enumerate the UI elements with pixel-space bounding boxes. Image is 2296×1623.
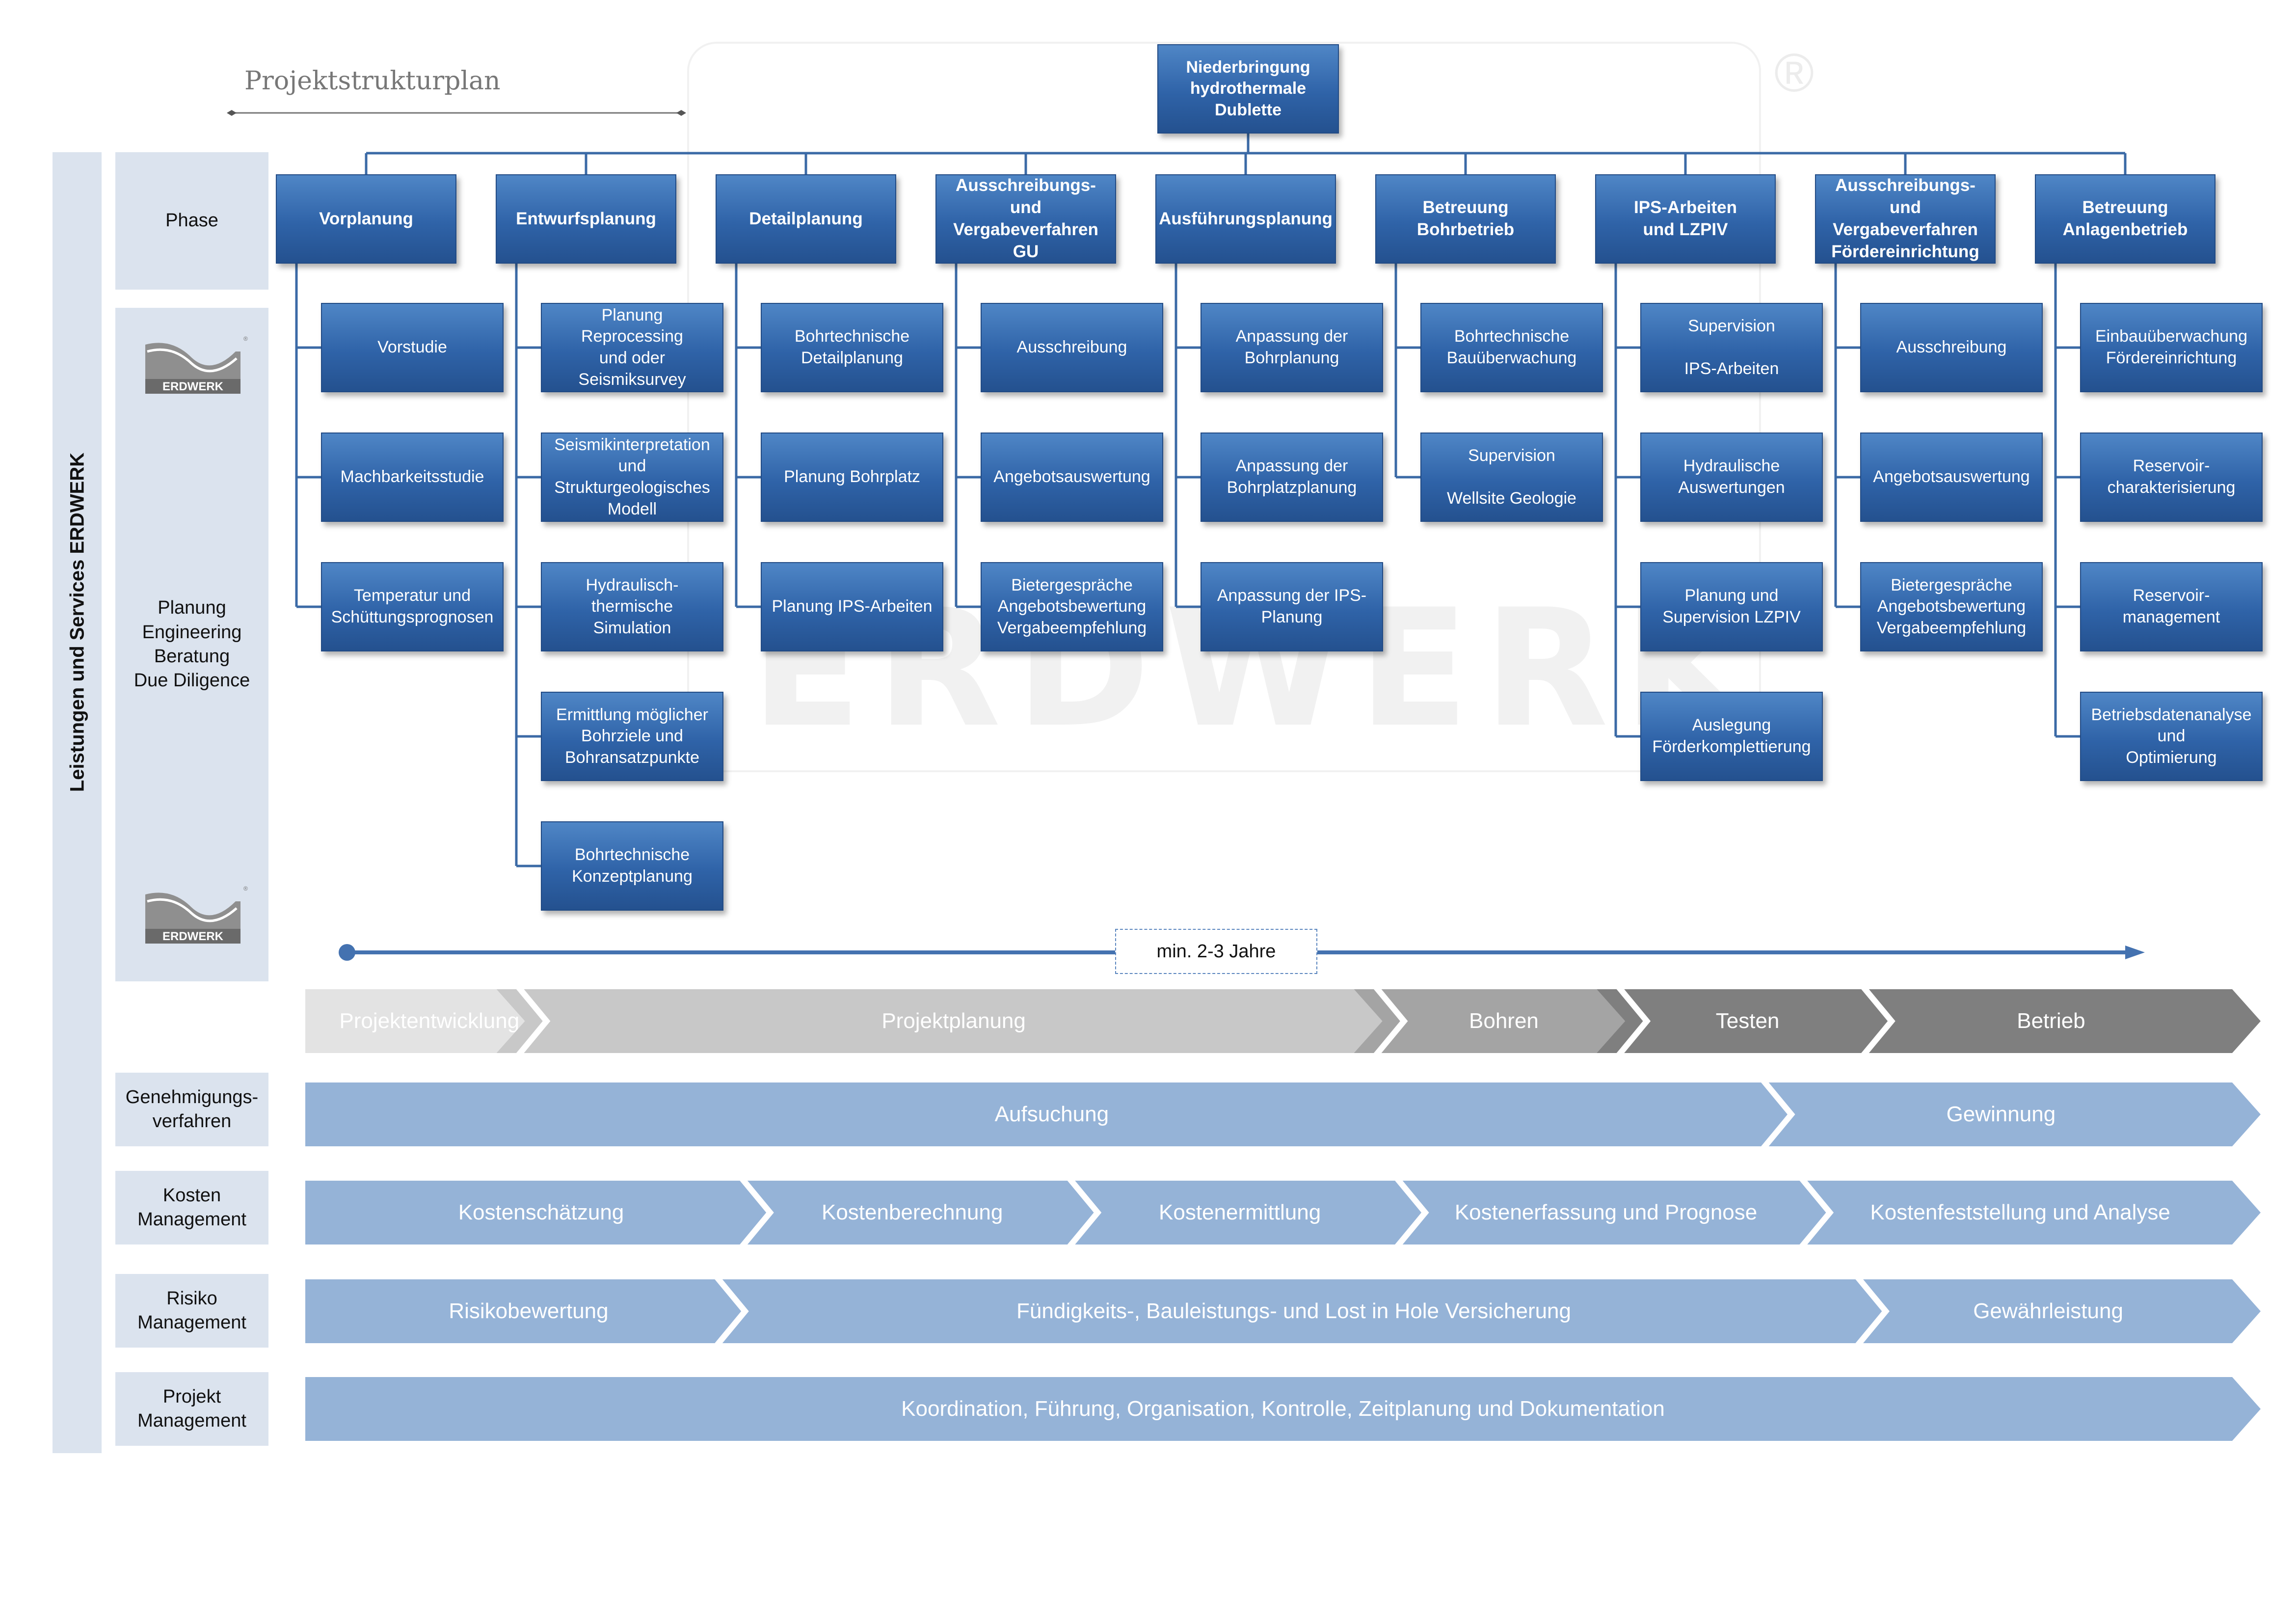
kosten-label: Kostenberechnung xyxy=(821,1200,1003,1224)
chevron-separators xyxy=(714,1277,1890,1346)
phase-box: Ausschreibungs- und Vergabeverfahren För… xyxy=(1815,174,1996,264)
risiko-segment: Fündigkeits-, Bauleistungs- und Lost in … xyxy=(694,1279,1893,1343)
phase-box: Ausführungsplanung xyxy=(1155,174,1336,264)
timeline-label: min. 2-3 Jahre xyxy=(1115,929,1317,974)
kosten-segment: Kostenschätzung xyxy=(305,1181,777,1244)
task-box: Planung und Supervision LZPIV xyxy=(1640,562,1823,651)
task-box: Bohrtechnische Konzeptplanung xyxy=(541,821,723,911)
task-box: Bohrtechnische Bauüberwachung xyxy=(1420,303,1603,392)
task-box: Hydraulisch- thermische Simulation xyxy=(541,562,723,651)
side-label: Leistungen und Services ERDWERK xyxy=(66,452,88,792)
phase-box: Ausschreibungs- und Vergabeverfahren GU xyxy=(935,174,1116,264)
task-box: Einbauüberwachung Fördereinrichtung xyxy=(2080,303,2263,392)
task-box: Betriebsdatenanalyse und Optimierung xyxy=(2080,692,2263,781)
phase-box: Betreuung Bohrbetrieb xyxy=(1375,174,1556,264)
projekt-segment: Koordination, Führung, Organisation, Kon… xyxy=(305,1377,2261,1441)
risiko-label: Gewährleistung xyxy=(1973,1299,2123,1323)
phase-box: IPS-Arbeiten und LZPIV xyxy=(1595,174,1776,264)
genehmigung-segment: Gewinnung xyxy=(1741,1082,2261,1146)
genehmigung-label: Aufsuchung xyxy=(994,1102,1109,1126)
task-box: Ausschreibung xyxy=(1860,303,2043,392)
svg-text:ERDWERK: ERDWERK xyxy=(162,930,224,943)
kosten-segment: Kostenfeststellung und Analyse xyxy=(1780,1181,2261,1244)
project-phase-segment: Betrieb xyxy=(1841,989,2261,1053)
phase-box: Vorplanung xyxy=(276,174,456,264)
registered-mark: ® xyxy=(1774,43,1815,103)
kosten-segment: Kostenerfassung und Prognose xyxy=(1375,1181,1837,1244)
task-box: Vorstudie xyxy=(321,303,504,392)
project-phase-label: Projektplanung xyxy=(881,1009,1026,1033)
task-box: Planung Bohrplatz xyxy=(761,433,943,522)
risiko-label: Risikobewertung xyxy=(449,1299,609,1323)
root-node: Niederbringung hydrothermale Dublette xyxy=(1157,44,1339,134)
task-box: Supervision Wellsite Geologie xyxy=(1420,433,1603,522)
kosten-label: Kostenermittlung xyxy=(1159,1200,1321,1224)
kosten-label: Kostenerfassung und Prognose xyxy=(1454,1200,1758,1224)
task-box: Reservoir- charakterisierung xyxy=(2080,433,2263,522)
row-label-kosten: Kosten Management xyxy=(115,1171,268,1244)
chevron-separators xyxy=(0,1375,2296,1443)
genehmigung-segment: Aufsuchung xyxy=(305,1082,1798,1146)
task-box: Hydraulische Auswertungen xyxy=(1640,433,1823,522)
task-box: Temperatur und Schüttungsprognosen xyxy=(321,562,504,651)
risiko-label: Fündigkeits-, Bauleistungs- und Lost in … xyxy=(1016,1299,1572,1323)
title-underline xyxy=(227,110,686,116)
task-box: Ermittlung möglicher Bohrziele und Bohra… xyxy=(541,692,723,781)
row-label-genehmigung: Genehmigungs- verfahren xyxy=(115,1073,268,1146)
kosten-label: Kostenschätzung xyxy=(458,1200,624,1224)
phase-box: Detailplanung xyxy=(716,174,896,264)
risiko-segment: Gewährleistung xyxy=(1836,1279,2261,1343)
task-box: Auslegung Förderkomplettierung xyxy=(1640,692,1823,781)
svg-text:®: ® xyxy=(243,885,248,892)
task-box: Planung IPS-Arbeiten xyxy=(761,562,943,651)
project-phase-label: Testen xyxy=(1715,1009,1780,1033)
kosten-label: Kostenfeststellung und Analyse xyxy=(1870,1200,2170,1224)
project-phase-label: Betrieb xyxy=(2017,1009,2085,1033)
task-box: Anpassung der Bohrplanung xyxy=(1201,303,1383,392)
project-phase-label: Projektentwicklung xyxy=(339,1009,520,1033)
task-box: Anpassung der Bohrplatzplanung xyxy=(1201,433,1383,522)
chevron-separators xyxy=(515,987,1896,1055)
project-phase-segment: Projektplanung xyxy=(496,989,1411,1053)
chevron-separators xyxy=(739,1178,1834,1247)
tree-connectors xyxy=(295,134,2127,867)
projekt-label: Koordination, Führung, Organisation, Kon… xyxy=(901,1397,1665,1421)
task-box: Angebotsauswertung xyxy=(1860,433,2043,522)
row-label-services: Planung Engineering Beratung Due Diligen… xyxy=(115,308,268,981)
phase-box: Entwurfsplanung xyxy=(496,174,676,264)
svg-text:®: ® xyxy=(243,335,248,342)
row-label-risiko: Risiko Management xyxy=(115,1274,268,1348)
row-label-phase: Phase xyxy=(115,152,268,290)
task-box: Anpassung der IPS- Planung xyxy=(1201,562,1383,651)
side-band xyxy=(53,152,102,1453)
phase-box: Betreuung Anlagenbetrieb xyxy=(2035,174,2216,264)
task-box: Bietergespräche Angebotsbewertung Vergab… xyxy=(981,562,1163,651)
task-box: Ausschreibung xyxy=(981,303,1163,392)
page-title: Projektstrukturplan xyxy=(244,66,501,96)
erdwerk-logo: ERDWERK ® xyxy=(142,334,250,405)
task-box: Reservoir- management xyxy=(2080,562,2263,651)
task-box: Angebotsauswertung xyxy=(981,433,1163,522)
task-box: Planung Reprocessing und oder Seismiksur… xyxy=(541,303,723,392)
risiko-segment: Risikobewertung xyxy=(305,1279,752,1343)
task-box: Supervision IPS-Arbeiten xyxy=(1640,303,1823,392)
watermark-frame xyxy=(687,42,1761,772)
task-box: Machbarkeitsstudie xyxy=(321,433,504,522)
task-box: Bohrtechnische Detailplanung xyxy=(761,303,943,392)
project-phase-label: Bohren xyxy=(1469,1009,1539,1033)
chevron-separators xyxy=(1761,1080,1795,1149)
task-box: Seismikinterpretation und Strukturgeolog… xyxy=(541,433,723,522)
row-label-projekt: Projekt Management xyxy=(115,1372,268,1446)
task-box: Bietergespräche Angebotsbewertung Vergab… xyxy=(1860,562,2043,651)
kosten-segment: Kostenermittlung xyxy=(1047,1181,1432,1244)
erdwerk-logo: ERDWERK ® xyxy=(142,884,250,955)
svg-text:ERDWERK: ERDWERK xyxy=(162,380,224,393)
genehmigung-label: Gewinnung xyxy=(1946,1102,2056,1126)
kosten-segment: Kostenberechnung xyxy=(720,1181,1105,1244)
